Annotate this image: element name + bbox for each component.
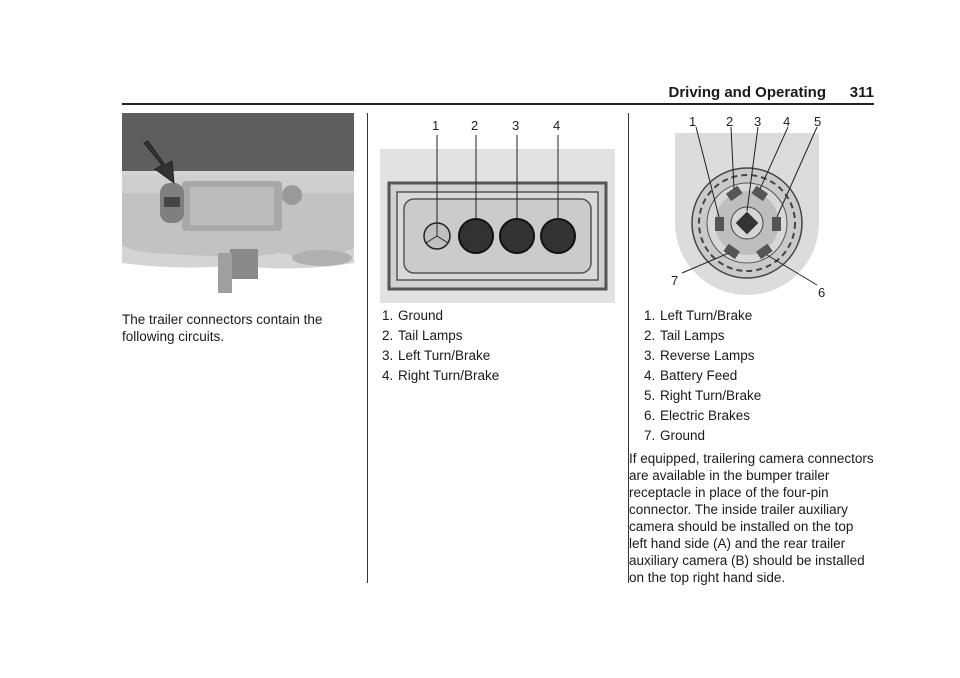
- item-number: 3.: [644, 348, 656, 363]
- column-divider-left: [367, 113, 368, 583]
- item-number: 4.: [382, 368, 394, 383]
- pin-5-icon: [772, 217, 781, 231]
- list-item: 4. Right Turn/Brake: [382, 367, 499, 384]
- diagram-label: 7: [671, 273, 678, 288]
- diagram-label: 2: [471, 118, 478, 133]
- section-title: Driving and Operating: [668, 84, 826, 101]
- item-label: Tail Lamps: [398, 328, 463, 343]
- item-label: Ground: [660, 428, 706, 443]
- item-label: Battery Feed: [660, 368, 738, 383]
- item-label: Right Turn/Brake: [398, 368, 500, 383]
- item-number: 2.: [382, 328, 394, 343]
- header-rule: [122, 103, 874, 105]
- list-item: 1. Left Turn/Brake: [644, 307, 761, 324]
- four-pin-connector-diagram: 1 2 3 4: [380, 113, 615, 303]
- item-number: 6.: [644, 408, 656, 423]
- list-item: 3. Left Turn/Brake: [382, 347, 499, 364]
- item-label: Right Turn/Brake: [660, 388, 762, 403]
- item-label: Tail Lamps: [660, 328, 725, 343]
- item-number: 1.: [644, 308, 656, 323]
- intro-text: The trailer connectors contain the follo…: [122, 312, 323, 344]
- bumper-connector-photo: [122, 113, 354, 298]
- list-item: 6. Electric Brakes: [644, 407, 761, 424]
- pin-7-icon: [723, 243, 741, 260]
- diagram-label: 4: [553, 118, 560, 133]
- item-number: 2.: [644, 328, 656, 343]
- item-label: Electric Brakes: [660, 408, 751, 423]
- diagram-label: 4: [783, 114, 790, 129]
- seven-pin-connector-diagram: 1 2 3 4 5 6 7: [647, 113, 847, 303]
- diagram-label: 2: [726, 114, 733, 129]
- list-item: 2. Tail Lamps: [382, 327, 499, 344]
- item-label: Reverse Lamps: [660, 348, 755, 363]
- pin-1-icon: [715, 217, 724, 231]
- list-item: 2. Tail Lamps: [644, 327, 761, 344]
- item-number: 1.: [382, 308, 394, 323]
- item-label: Left Turn/Brake: [398, 348, 491, 363]
- pin-3-icon: [499, 218, 535, 254]
- pin-6-icon: [755, 243, 773, 260]
- page-number: 311: [849, 84, 874, 101]
- arrow-icon: [143, 140, 175, 185]
- pin-4-icon: [751, 185, 769, 202]
- diagram-label: 3: [754, 114, 761, 129]
- diagram-label: 6: [818, 285, 825, 300]
- list-item: 7. Ground: [644, 427, 761, 444]
- four-pin-circuit-list: 1.Ground 2.Tail Lamps 3.Left Turn/Brake …: [382, 307, 499, 387]
- diagram-label: 1: [432, 118, 439, 133]
- diagram-label: 3: [512, 118, 519, 133]
- column-divider-right: [628, 113, 629, 583]
- pin-2-icon: [458, 218, 494, 254]
- list-item: 3. Reverse Lamps: [644, 347, 761, 364]
- list-item: 5. Right Turn/Brake: [644, 387, 761, 404]
- diagram-label: 1: [689, 114, 696, 129]
- item-number: 7.: [644, 428, 656, 443]
- page-header: Driving and Operating 311: [122, 84, 874, 104]
- item-number: 5.: [644, 388, 656, 403]
- pin-ground-icon: [423, 222, 451, 250]
- list-item: 4. Battery Feed: [644, 367, 761, 384]
- list-item: 1. Ground: [382, 307, 499, 324]
- camera-connector-paragraph: If equipped, trailering camera connector…: [629, 451, 874, 585]
- pin-2-icon: [725, 185, 743, 202]
- item-label: Left Turn/Brake: [660, 308, 753, 323]
- item-label: Ground: [398, 308, 444, 323]
- seven-pin-circuit-list: 1. Left Turn/Brake 2. Tail Lamps 3. Reverse…: [644, 307, 761, 447]
- item-number: 3.: [382, 348, 394, 363]
- diagram-label: 5: [814, 114, 821, 129]
- item-number: 4.: [644, 368, 656, 383]
- pin-4-icon: [540, 218, 576, 254]
